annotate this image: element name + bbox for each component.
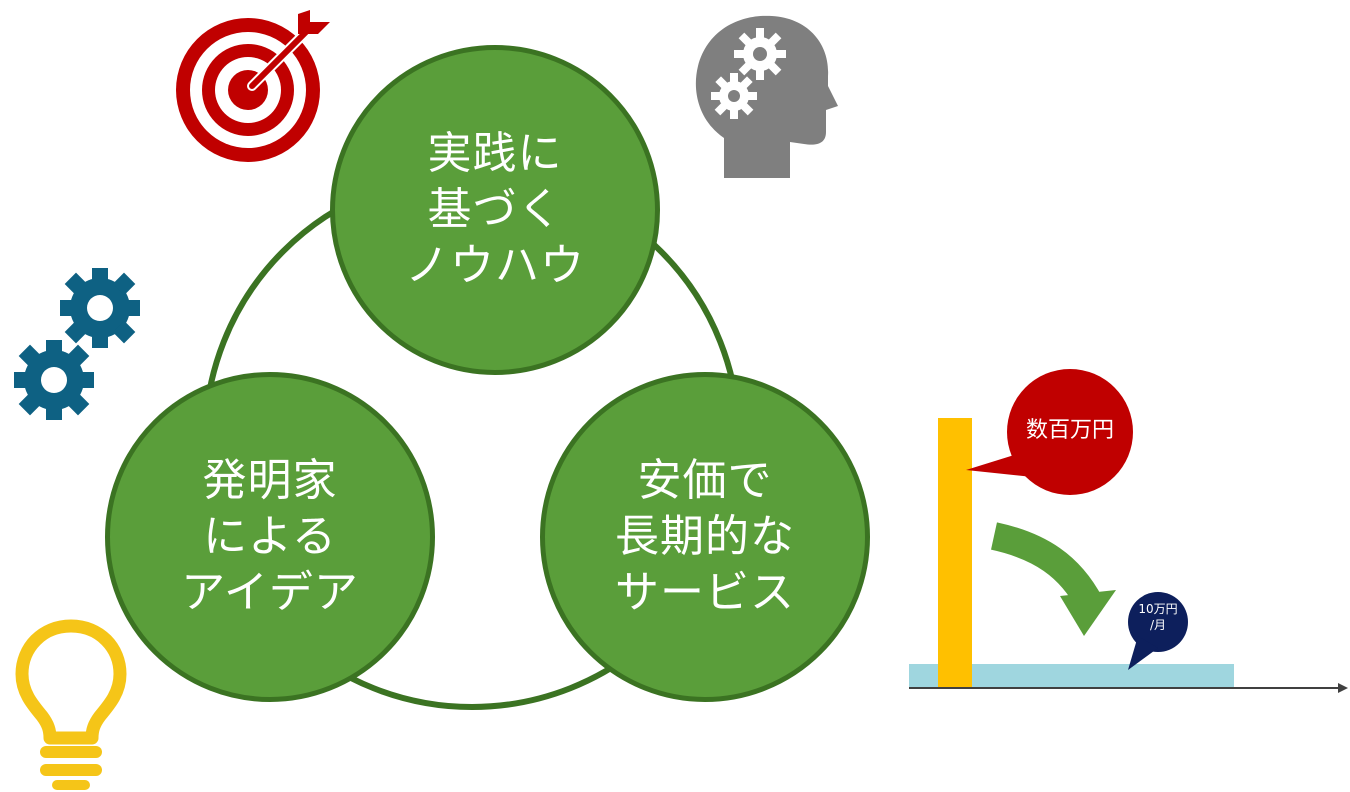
circle-text-line: 長期的な (615, 511, 795, 562)
circle-text-line: 基づく (427, 184, 563, 235)
circle-text-line: アイデア (181, 567, 359, 618)
cost-comparison-diagram: 数百万円 10万円 /月 (900, 360, 1350, 700)
head-gears-icon (690, 10, 840, 182)
circle-text-line: 安価で (637, 455, 773, 506)
high-cost-label: 数百万円 (1025, 418, 1114, 443)
circle-text-line: サービス (615, 567, 795, 618)
circle-text-line: 実践に (427, 128, 563, 179)
low-cost-label-line1: 10万円 (1138, 602, 1178, 616)
high-cost-callout (1007, 369, 1133, 495)
circle-text-line: ノウハウ (405, 240, 585, 291)
lightbulb-icon (14, 618, 129, 792)
curved-arrow-head (1060, 590, 1116, 636)
x-axis-arrowhead (1338, 683, 1348, 693)
low-cost-callout-tail (1128, 636, 1158, 670)
low-cost-callout (1128, 592, 1188, 652)
circle-text-line: による (203, 511, 337, 562)
high-cost-callout-tail (966, 450, 1042, 478)
curved-arrow (990, 522, 1103, 611)
concept-circle-service: 安価で 長期的な サービス (540, 372, 870, 702)
concept-circle-know-how: 実践に 基づく ノウハウ (330, 45, 660, 375)
concept-circle-ideas: 発明家 による アイデア (105, 372, 435, 702)
high-cost-bar (938, 418, 972, 688)
target-icon (170, 8, 330, 168)
low-cost-label-line2: /月 (1149, 618, 1167, 632)
circle-text-line: 発明家 (202, 455, 338, 506)
gears-icon (8, 264, 148, 429)
